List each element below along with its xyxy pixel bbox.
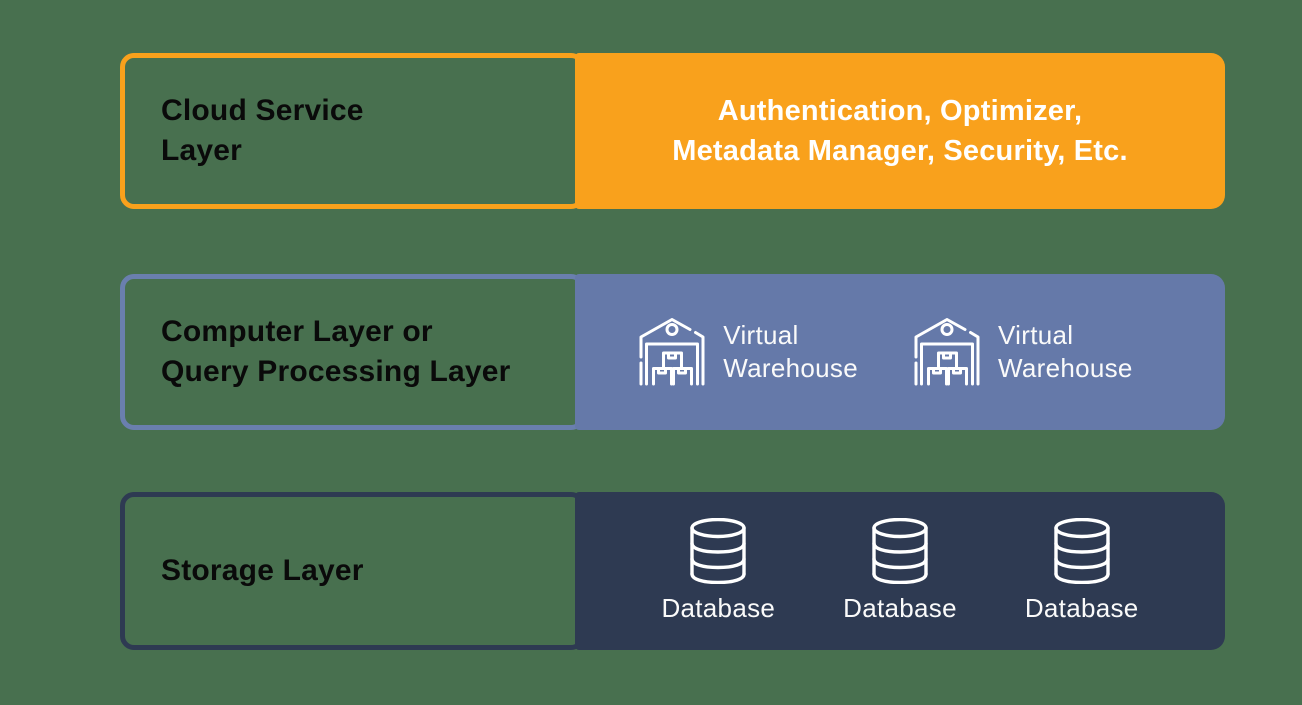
cloud-services-text: Authentication, Optimizer, Metadata Mana… <box>672 91 1128 171</box>
cloud-services-text-line: Metadata Manager, Security, Etc. <box>672 135 1128 167</box>
warehouse-label-line: Warehouse <box>998 353 1133 383</box>
database-label: Database <box>843 593 957 623</box>
databases-panel: Database Database <box>575 492 1225 650</box>
layer-title-line: Query Processing Layer <box>161 355 511 388</box>
database-label: Database <box>1024 593 1139 623</box>
database-label: Database <box>661 593 776 623</box>
virtual-warehouse-item: Virtual Warehouse <box>914 318 1133 386</box>
warehouse-label-line: Virtual <box>998 319 1074 350</box>
layer-title-line: Layer <box>161 134 243 167</box>
warehouse-icon <box>639 318 705 386</box>
database-item: Database <box>661 518 775 624</box>
warehouse-label-line: Warehouse <box>723 353 858 383</box>
database-icon <box>1052 518 1112 584</box>
database-icon <box>870 518 930 584</box>
compute-layer-title: Computer Layer or Query Processing Layer <box>161 312 511 392</box>
warehouse-icon <box>914 318 980 386</box>
storage-layer-title: Storage Layer <box>161 551 364 591</box>
database-item: Database <box>843 518 957 624</box>
row-cloud-service-layer: Cloud Service Layer Authentication, Opti… <box>120 53 1225 209</box>
layer-title-line: Storage Layer <box>161 553 364 587</box>
cloud-service-layer-label-box: Cloud Service Layer <box>120 53 585 209</box>
virtual-warehouses-panel: Virtual Warehouse <box>575 274 1225 430</box>
warehouse-label-line: Virtual <box>723 319 799 350</box>
layer-title-line: Cloud Service <box>161 93 364 127</box>
cloud-services-text-line: Authentication, Optimizer, <box>717 94 1083 127</box>
row-compute-layer: Computer Layer or Query Processing Layer <box>120 274 1225 430</box>
storage-layer-label-box: Storage Layer <box>120 492 585 650</box>
row-storage-layer: Storage Layer Database <box>120 492 1225 650</box>
warehouse-label: Virtual Warehouse <box>723 319 858 385</box>
virtual-warehouse-item: Virtual Warehouse <box>639 318 858 386</box>
warehouse-label: Virtual Warehouse <box>998 319 1133 385</box>
compute-layer-label-box: Computer Layer or Query Processing Layer <box>120 274 585 430</box>
database-icon <box>688 518 748 584</box>
cloud-service-layer-title: Cloud Service Layer <box>161 91 364 171</box>
cloud-services-panel: Authentication, Optimizer, Metadata Mana… <box>575 53 1225 209</box>
database-item: Database <box>1025 518 1139 624</box>
layer-title-line: Computer Layer or <box>161 314 433 348</box>
